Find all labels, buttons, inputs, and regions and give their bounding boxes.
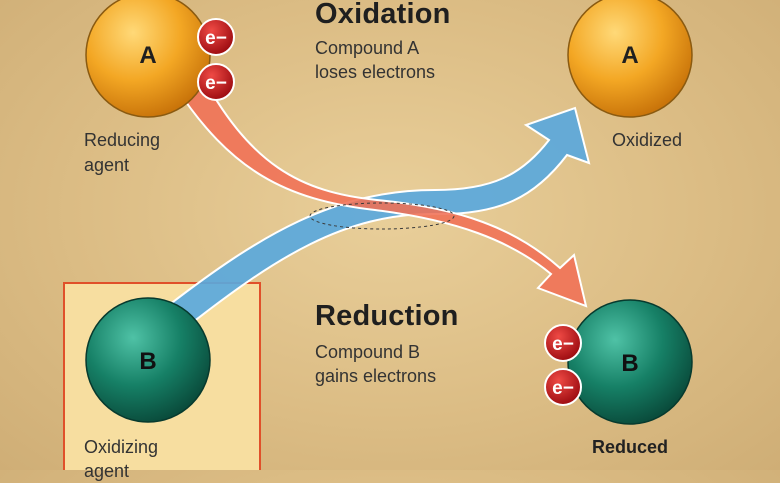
compound-a-right-sphere (567, 0, 693, 118)
compound-b-left-letter: B (139, 348, 156, 375)
oxidation-line-1: Compound A (315, 38, 420, 58)
oxidized-label: Oxidized (612, 130, 683, 150)
reduction-line-2: gains electrons (315, 366, 437, 386)
electron-a-1 (197, 18, 235, 56)
compound-a-right-letter: A (621, 42, 638, 69)
reducing-agent-label-line-1: Reducing (84, 130, 161, 150)
reduction-arrow (167, 106, 591, 328)
electron-a-2-label: e− (205, 73, 227, 94)
oxidizing-agent-label-line-2: agent (84, 461, 130, 481)
reduced-label: Reduced (592, 437, 669, 457)
arrow-overlap-outline (309, 202, 455, 230)
reducing-agent-label-line-2: agent (84, 155, 130, 175)
oxidation-heading: Oxidation (315, 0, 451, 30)
redox-diagram: A e− e− A B B e− e− (63, 0, 693, 470)
electron-b-1 (544, 324, 582, 362)
electron-b-1-label: e− (552, 334, 574, 355)
compound-b-right-letter: B (621, 350, 638, 377)
reduction-line-1: Compound B (315, 342, 421, 362)
electron-a-1-label: e− (205, 28, 227, 49)
compound-a-left-letter: A (139, 42, 156, 69)
reduction-heading: Reduction (315, 300, 459, 332)
oxidation-line-2: loses electrons (315, 62, 436, 82)
oxidation-arrow (173, 70, 588, 308)
oxidizing-agent-label-line-1: Oxidizing (84, 437, 159, 457)
compound-b-left-sphere (85, 297, 211, 423)
electron-a-2 (197, 63, 235, 101)
electron-b-2 (544, 368, 582, 406)
electron-b-2-label: e− (552, 378, 574, 399)
compound-b-right-sphere (567, 299, 693, 425)
